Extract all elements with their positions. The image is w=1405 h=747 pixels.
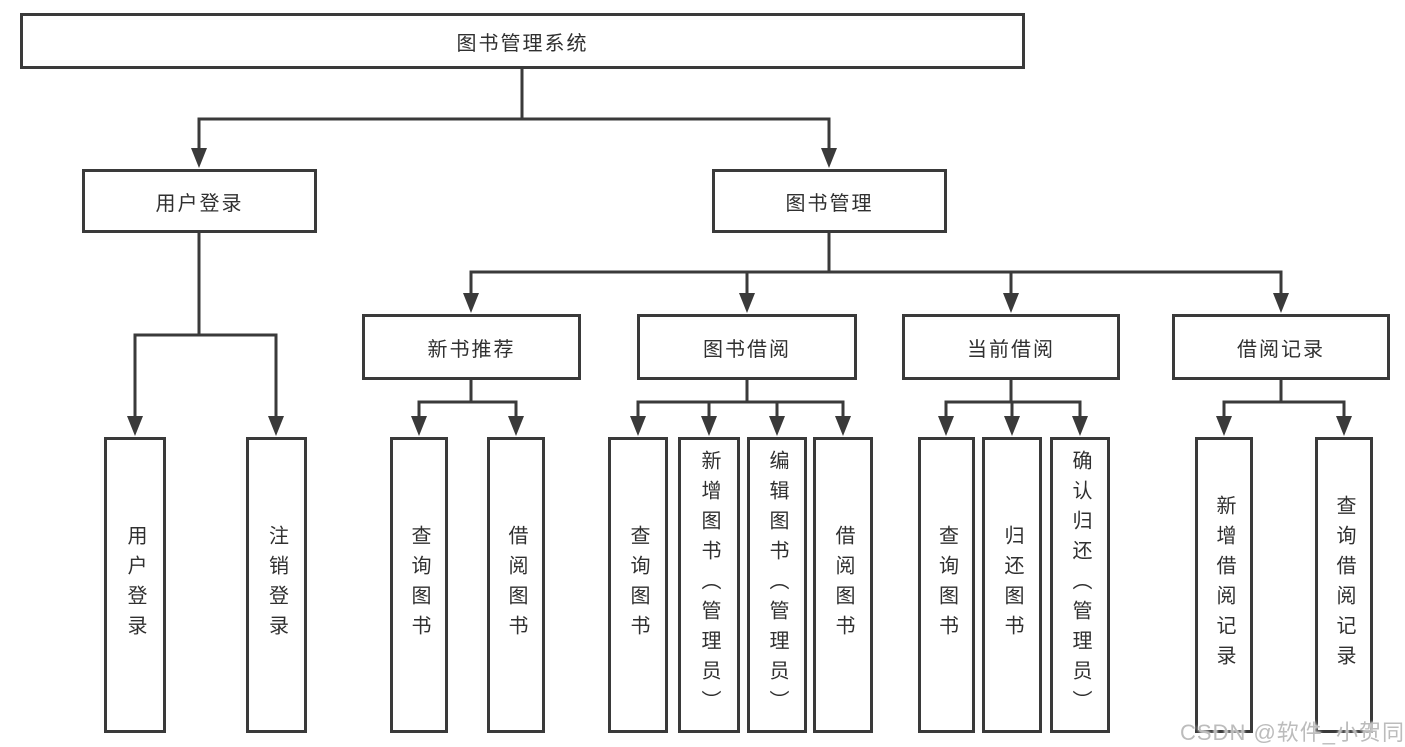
leaf-confirm-return-admin: 确认归还（管理员）: [1050, 437, 1110, 733]
leaf-borrow-books-2: 借阅图书: [813, 437, 873, 733]
node-user-login: 用户登录: [82, 169, 317, 233]
leaf-label: 借阅图书: [832, 525, 854, 645]
leaf-edit-books-admin: 编辑图书（管理员）: [747, 437, 807, 733]
node-label: 当前借阅: [967, 338, 1055, 361]
node-label: 图书借阅: [703, 338, 791, 361]
node-label: 图书管理系统: [456, 32, 589, 55]
node-borrowing-records: 借阅记录: [1172, 314, 1390, 380]
leaf-label: 查询图书: [627, 525, 649, 645]
leaf-label: 编辑图书（管理员）: [766, 450, 788, 720]
leaf-label: 新增借阅记录: [1213, 495, 1235, 675]
leaf-label: 查询图书: [408, 525, 430, 645]
leaf-query-borrow-record: 查询借阅记录: [1315, 437, 1373, 733]
leaf-label: 查询借阅记录: [1333, 495, 1355, 675]
node-label: 新书推荐: [427, 338, 516, 361]
node-book-management: 图书管理: [712, 169, 947, 233]
leaf-label: 用户登录: [124, 525, 146, 645]
node-new-book-recommend: 新书推荐: [362, 314, 581, 380]
leaf-user-login: 用户登录: [104, 437, 166, 733]
leaf-return-books: 归还图书: [982, 437, 1042, 733]
node-book-borrowing: 图书借阅: [637, 314, 857, 380]
leaf-query-books-3: 查询图书: [918, 437, 975, 733]
leaf-query-books-2: 查询图书: [608, 437, 668, 733]
node-label: 借阅记录: [1237, 338, 1325, 361]
node-label: 图书管理: [785, 192, 874, 215]
leaf-label: 注销登录: [265, 525, 288, 645]
leaf-label: 借阅图书: [505, 525, 527, 645]
arrowheads: [127, 148, 1352, 436]
leaf-label: 查询图书: [935, 525, 958, 645]
node-current-borrowing: 当前借阅: [902, 314, 1120, 380]
leaf-borrow-books-1: 借阅图书: [487, 437, 545, 733]
leaf-label: 确认归还（管理员）: [1069, 450, 1091, 720]
leaf-add-books-admin: 新增图书（管理员）: [678, 437, 740, 733]
leaf-add-borrow-record: 新增借阅记录: [1195, 437, 1253, 733]
leaf-label: 归还图书: [1001, 525, 1023, 645]
leaf-label: 新增图书（管理员）: [698, 450, 720, 720]
csdn-watermark: CSDN @软件_小贺同学: [1180, 720, 1405, 745]
node-label: 用户登录: [155, 192, 244, 215]
leaf-query-books-1: 查询图书: [390, 437, 448, 733]
leaf-logout: 注销登录: [246, 437, 307, 733]
node-root-system: 图书管理系统: [20, 13, 1025, 69]
